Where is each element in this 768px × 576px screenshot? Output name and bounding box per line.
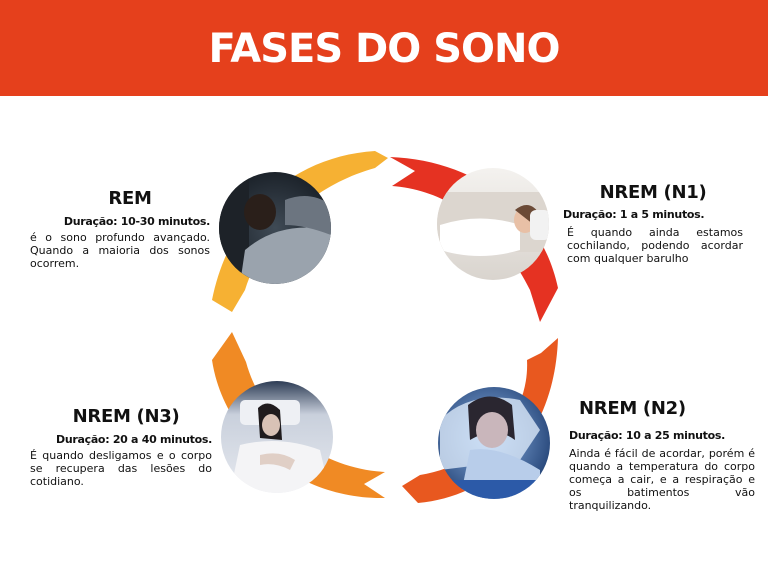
phase-title: NREM (N3) xyxy=(72,406,180,427)
phase-duration: Duração: 20 a 40 minutos. xyxy=(55,433,212,446)
header-banner: FASES DO SONO xyxy=(0,0,768,96)
phase-title: NREM (N2) xyxy=(579,398,686,419)
phase-n3: NREM (N3) Duração: 20 a 40 minutos. É qu… xyxy=(30,406,212,488)
phase-n1: NREM (N1) Duração: 1 a 5 minutos. É quan… xyxy=(563,182,743,265)
phase-n2: NREM (N2) Duração: 10 a 25 minutos. Aind… xyxy=(567,398,755,512)
phase-title: REM xyxy=(108,188,152,209)
n2-photo xyxy=(438,387,550,499)
n1-photo xyxy=(437,168,549,280)
phase-description: Ainda é fácil de acordar, porém é quando… xyxy=(569,447,755,512)
phase-duration: Duração: 10-30 minutos. xyxy=(63,215,210,228)
page-title: FASES DO SONO xyxy=(208,26,561,72)
phase-description: é o sono profundo avançado. Quando a mai… xyxy=(30,231,210,270)
phase-duration: Duração: 10 a 25 minutos. xyxy=(569,429,726,442)
phase-description: É quando desligamos e o corpo se recuper… xyxy=(30,449,212,488)
phase-title: NREM (N1) xyxy=(599,182,707,203)
phase-description: É quando ainda estamos cochilando, poden… xyxy=(567,226,743,265)
rem-photo xyxy=(219,172,331,284)
n3-photo xyxy=(221,381,333,493)
phase-rem: REM Duração: 10-30 minutos. é o sono pro… xyxy=(30,188,210,270)
phase-duration: Duração: 1 a 5 minutos. xyxy=(563,208,705,221)
